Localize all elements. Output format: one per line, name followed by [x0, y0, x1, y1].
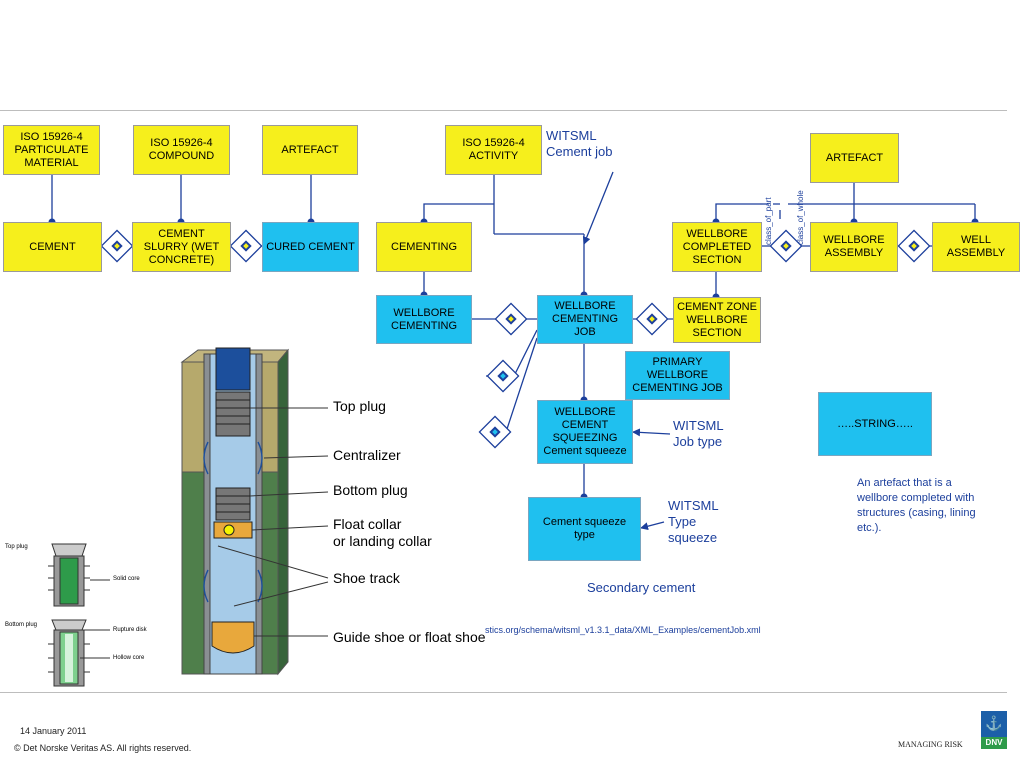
aggregation-diamond — [494, 302, 528, 336]
class-of-whole-label: class_of_whole — [796, 190, 805, 245]
guide-shoe-label: Guide shoe or float shoe — [333, 629, 486, 645]
aggregation-diamond — [486, 359, 520, 393]
string-box: …..STRING….. — [818, 392, 932, 456]
cement-zone-wellbore-section-box: CEMENT ZONE WELLBORE SECTION — [673, 297, 761, 343]
cement-slurry-box: CEMENT SLURRY (WET CONCRETE) — [132, 222, 231, 272]
aggregation-diamond — [229, 229, 263, 263]
top-divider — [0, 110, 1007, 111]
artefact-description-note: An artefact that is a wellbore completed… — [857, 477, 976, 534]
shoe-track-label: Shoe track — [333, 570, 400, 586]
witsml-cement-job-note: WITSML Cement job — [546, 128, 613, 159]
wellbore-cementing-job-box: WELLBORE CEMENTING JOB — [537, 295, 633, 344]
artefact-box-left: ARTEFACT — [262, 125, 358, 175]
dnv-logo: ⚓ DNV — [981, 711, 1007, 749]
dnv-logo-icon: ⚓ — [981, 711, 1007, 737]
top-plug-drawing — [48, 543, 110, 607]
aggregation-diamond — [100, 229, 134, 263]
aggregation-diamond — [635, 302, 669, 336]
cementing-box: CEMENTING — [376, 222, 472, 272]
well-assembly-box: WELL ASSEMBLY — [932, 222, 1020, 272]
small-top-plug-label: Top plug — [5, 544, 28, 550]
aggregation-diamond — [769, 229, 803, 263]
iso-compound-box: ISO 15926-4 COMPOUND — [133, 125, 230, 175]
schema-url-note: stics.org/schema/witsml_v1.3.1_data/XML_… — [485, 625, 761, 635]
bottom-plug-drawing — [48, 619, 110, 687]
small-bottom-plug-label: Bottom plug — [5, 622, 38, 628]
cured-cement-box: CURED CEMENT — [262, 222, 359, 272]
managing-risk-text: MANAGING RISK — [898, 740, 963, 749]
primary-wellbore-cementing-job-box: PRIMARY WELLBORE CEMENTING JOB — [625, 351, 730, 400]
aggregation-diamond — [478, 415, 512, 449]
landing-collar-label: or landing collar — [333, 533, 432, 549]
wellbore-assembly-box: WELLBORE ASSEMBLY — [810, 222, 898, 272]
artefact-box-right: ARTEFACT — [810, 133, 899, 183]
bottom-plug-label: Bottom plug — [333, 482, 408, 498]
dnv-logo-text: DNV — [981, 737, 1007, 749]
footer-copyright: © Det Norske Veritas AS. All rights rese… — [14, 743, 192, 753]
wellbore-cement-squeezing-box: WELLBORE CEMENT SQUEEZING Cement squeeze — [537, 400, 633, 464]
cement-box: CEMENT — [3, 222, 102, 272]
footer-date: 14 January 2011 — [20, 726, 87, 736]
bottom-divider — [0, 692, 1007, 693]
iso-activity-box: ISO 15926-4 ACTIVITY — [445, 125, 542, 175]
well-cementing-illustration — [180, 347, 329, 676]
solid-core-label: Solid core — [113, 576, 140, 582]
secondary-cement-note: Secondary cement — [587, 580, 696, 595]
plug-diagrams — [48, 543, 110, 687]
witsml-job-type-note: WITSML Job type — [673, 418, 724, 449]
wellbore-cementing-box: WELLBORE CEMENTING — [376, 295, 472, 344]
witsml-type-squeeze-note: WITSML Type squeeze — [668, 498, 719, 545]
top-plug-label: Top plug — [333, 398, 386, 414]
centralizer-label: Centralizer — [333, 447, 401, 463]
rupture-disk-label: Rupture disk — [113, 627, 147, 633]
aggregation-diamond — [897, 229, 931, 263]
float-collar-label: Float collar — [333, 516, 402, 532]
hollow-core-label: Hollow core — [113, 655, 145, 661]
wellbore-completed-section-box: WELLBORE COMPLETED SECTION — [672, 222, 762, 272]
cement-squeeze-type-box: Cement squeeze type — [528, 497, 641, 561]
class-of-part-label: class_of_part — [764, 197, 773, 245]
iso-particulate-material-box: ISO 15926-4 PARTICULATE MATERIAL — [3, 125, 100, 175]
